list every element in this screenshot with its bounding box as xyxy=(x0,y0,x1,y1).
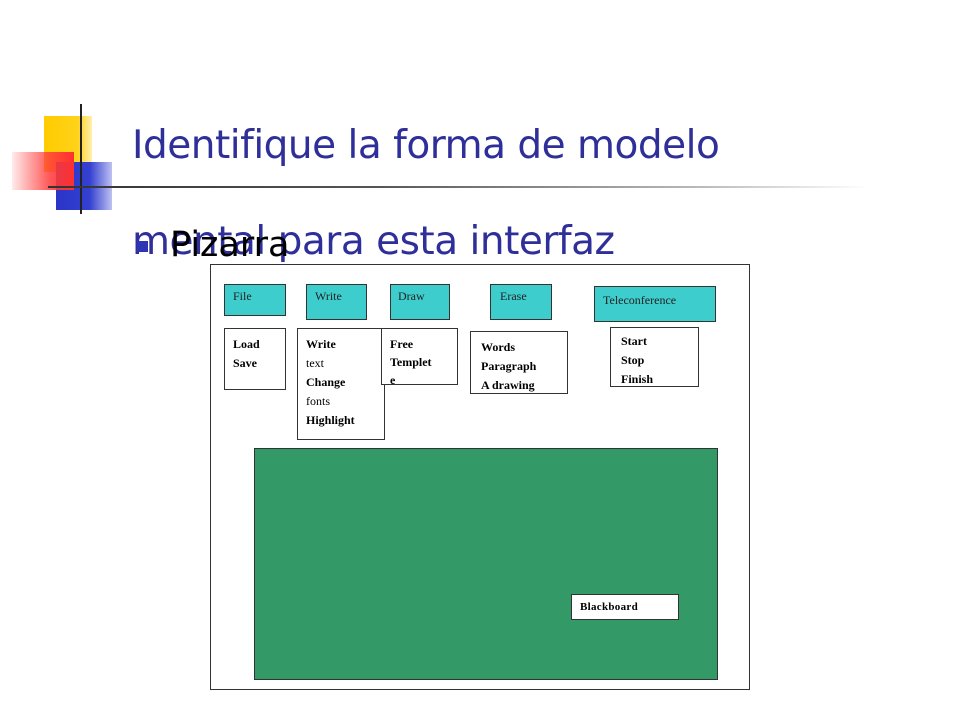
submenu-item[interactable]: Finish xyxy=(621,372,654,386)
submenu-item[interactable]: Write xyxy=(306,337,336,351)
submenu-item[interactable]: Change xyxy=(306,375,346,389)
submenu-item[interactable]: e xyxy=(390,373,396,385)
submenu-item[interactable]: Words xyxy=(481,340,516,354)
menu-teleconference-button[interactable]: Teleconference xyxy=(594,286,716,322)
submenu-item[interactable]: Stop xyxy=(621,353,645,367)
blackboard-label: Blackboard xyxy=(571,594,679,620)
submenu-draw: Free Templet e xyxy=(381,328,458,385)
submenu-item[interactable]: text xyxy=(306,356,324,370)
decor-vertical-line xyxy=(80,104,82,214)
submenu-item[interactable]: A drawing xyxy=(481,378,535,392)
menu-file-button[interactable]: File xyxy=(224,284,286,316)
bullet-text: Pizarra xyxy=(170,225,290,265)
submenu-item[interactable]: Templet xyxy=(390,355,432,369)
submenu-item[interactable]: Load xyxy=(233,337,260,351)
submenu-erase: Words Paragraph A drawing xyxy=(470,331,568,394)
slide-title-line1: Identifique la forma de modelo xyxy=(132,123,720,168)
decor-red-square xyxy=(12,152,74,190)
slide-title-line2: mental para esta interfaz xyxy=(132,219,615,264)
submenu-write: Write text Change fonts Highlight xyxy=(297,328,385,440)
slide-title: Identifique la forma de modelo mental pa… xyxy=(132,74,912,314)
submenu-item[interactable]: Highlight xyxy=(306,413,355,427)
submenu-item[interactable]: Free xyxy=(390,337,414,351)
submenu-item[interactable]: fonts xyxy=(306,394,330,408)
title-underline xyxy=(48,186,868,188)
bullet-square-icon xyxy=(137,241,148,252)
submenu-item[interactable]: Start xyxy=(621,334,647,348)
menu-draw-button[interactable]: Draw xyxy=(390,284,450,320)
menu-erase-button[interactable]: Erase xyxy=(490,284,552,320)
submenu-item[interactable]: Save xyxy=(233,356,257,370)
menu-write-button[interactable]: Write xyxy=(306,284,367,320)
submenu-file: Load Save xyxy=(224,328,286,390)
submenu-item[interactable]: Paragraph xyxy=(481,359,537,373)
submenu-teleconference: Start Stop Finish xyxy=(610,327,699,387)
blackboard-area[interactable] xyxy=(254,448,718,680)
